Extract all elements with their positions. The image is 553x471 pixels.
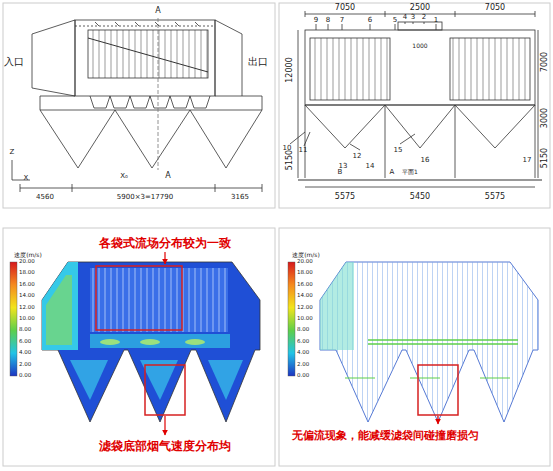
annotation-box: 无偏流现象，能减缓滤袋间碰撞磨损匀 — [286, 426, 487, 446]
dimension-label: 3165 — [231, 194, 249, 201]
dimension-label: 10.00 — [297, 316, 313, 322]
dimension-label: 2.00 — [19, 362, 31, 368]
dimension-label: 12 — [353, 153, 362, 160]
dimension-label: 6.00 — [297, 339, 309, 345]
dimension-label: B — [338, 169, 343, 176]
dimension-label: 14 — [366, 163, 375, 170]
panel-frame — [279, 228, 550, 466]
dimension-label: 5575 — [485, 193, 505, 201]
dimension-label: 17 — [523, 157, 532, 164]
dimension-label: 10.00 — [19, 316, 35, 322]
dimension-label: 18.00 — [297, 271, 313, 277]
dimension-label: 15 — [394, 147, 403, 154]
dimension-label: 5 — [393, 17, 397, 24]
dimension-label: 3 — [411, 14, 415, 21]
dimension-label: 4560 — [36, 194, 54, 201]
dimension-label: 4.00 — [19, 350, 31, 356]
dimension-label: 5150 — [541, 148, 549, 168]
dimension-label: 1000 — [412, 43, 427, 49]
dimension-label: 12.00 — [297, 305, 313, 311]
dimension-label: 0.00 — [297, 373, 309, 379]
dimension-label: A — [390, 169, 395, 176]
dimension-label: 4 — [403, 14, 407, 21]
dimension-label: A — [165, 172, 170, 180]
dimension-label: 12.00 — [19, 305, 35, 311]
annotation-text: 无偏流现象，能减缓滤袋间碰撞磨损匀 — [292, 429, 481, 442]
dimension-label: 10 — [283, 145, 292, 152]
dimension-label: 5450 — [410, 193, 430, 201]
dimension-label: 速度(m/s) — [14, 252, 42, 258]
streamline-plot — [288, 262, 538, 424]
collector-elevation — [12, 18, 262, 192]
dimension-label: 8.00 — [297, 328, 309, 334]
dimension-label: 2 — [422, 14, 426, 21]
panel-frame — [3, 3, 275, 208]
callout-text: 各袋式流场分布较为一致 — [99, 237, 231, 249]
dimension-label: 5575 — [335, 193, 355, 201]
panel-frame — [279, 3, 550, 208]
dimension-label: 0.00 — [19, 373, 31, 379]
dimension-label: 9 — [314, 17, 318, 24]
dimension-label: 2.00 — [297, 362, 309, 368]
dimension-label: 20.00 — [19, 259, 35, 265]
dimension-label: 18.00 — [19, 271, 35, 277]
dimension-label: 5900×3=17790 — [117, 194, 173, 201]
dimension-label: 入口 — [4, 57, 24, 67]
dimension-label: 6 — [368, 17, 372, 24]
dimension-label: 12000 — [286, 57, 294, 82]
dimension-label: 14.00 — [297, 293, 313, 299]
dimension-label: X₀ — [120, 173, 128, 180]
dimension-label: X — [24, 175, 29, 182]
dimension-label: 1 — [434, 17, 438, 24]
dimension-label: 速度(m/s) — [292, 252, 320, 258]
dimension-label: 14.00 — [19, 293, 35, 299]
dimension-label: 20.00 — [297, 259, 313, 265]
dimension-label: 出口 — [248, 57, 268, 67]
dimension-label: 16 — [421, 157, 430, 164]
dimension-label: A — [155, 7, 160, 15]
dimension-label: 8.00 — [19, 328, 31, 334]
dimension-label: 16.00 — [19, 282, 35, 288]
dimension-label: 5150 — [286, 150, 294, 170]
velocity-contour — [10, 252, 260, 435]
dimension-label: 2500 — [410, 4, 430, 12]
dimension-label: 7050 — [485, 4, 505, 12]
dimension-label: 3000 — [541, 108, 549, 128]
dimension-label: 11 — [299, 147, 308, 154]
dimension-label: Z — [10, 149, 15, 156]
collector-side-view — [290, 11, 542, 187]
dimension-label: 4.00 — [297, 350, 309, 356]
dimension-label: 平面1 — [402, 169, 418, 175]
panel-frame — [3, 228, 275, 466]
dimension-label: 7000 — [541, 52, 549, 72]
dimension-label: 6.00 — [19, 339, 31, 345]
dimension-label: 8 — [326, 17, 330, 24]
callout-text: 滤袋底部烟气速度分布均 — [99, 440, 231, 452]
dimension-label: 7 — [340, 17, 344, 24]
dimension-label: 7050 — [335, 4, 355, 12]
dimension-label: 16.00 — [297, 282, 313, 288]
